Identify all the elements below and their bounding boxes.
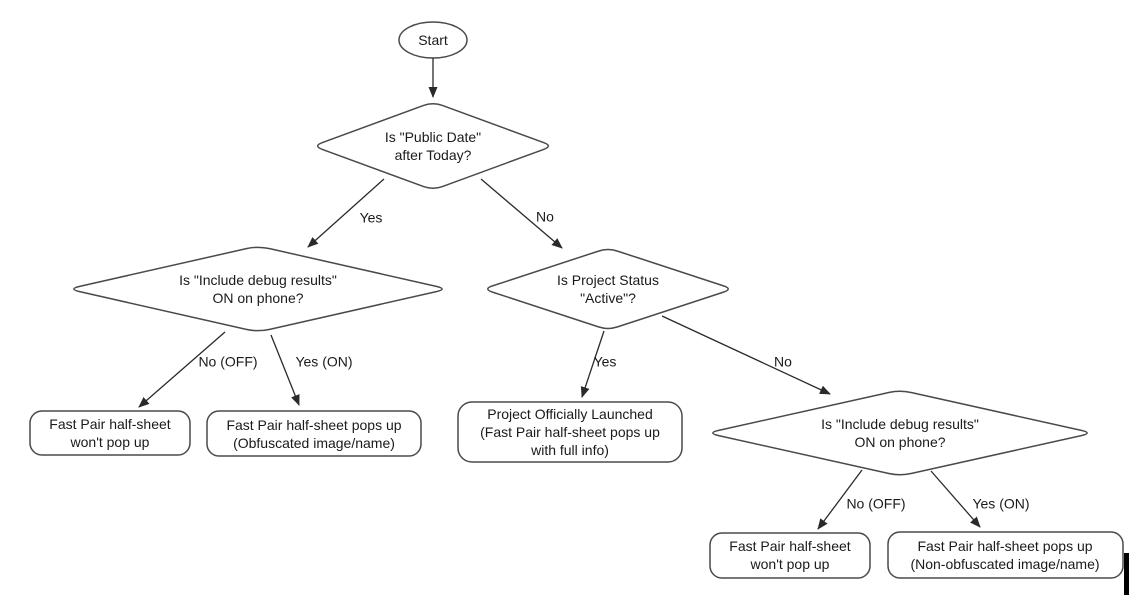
edge-label-status-yes: Yes — [593, 353, 617, 370]
edge-public-date-no — [480, 178, 563, 249]
edge-public-date-yes — [307, 178, 385, 248]
decision-project-status-label: Is Project Status "Active"? — [557, 272, 659, 306]
decision-debug-right-label: Is "Include debug results" ON on phone? — [821, 416, 979, 450]
edge-label-debug-left-no: No (OFF) — [198, 353, 258, 370]
decision-project-status-shape — [487, 248, 729, 330]
edge-debug-right-no — [817, 469, 863, 530]
result-no-popup-right-label: Fast Pair half-sheet won't pop up — [729, 538, 851, 572]
start-label: Start — [418, 32, 448, 48]
edge-status-yes — [580, 330, 605, 398]
result-no-popup-right-shape — [709, 532, 871, 579]
decision-public-date-shape — [316, 102, 550, 190]
edge-label-public-date-no: No — [536, 208, 554, 225]
result-launched-shape — [457, 401, 683, 463]
result-no-popup-left-shape — [29, 410, 191, 456]
edge-status-no — [661, 315, 831, 395]
edge-label-debug-left-yes: Yes (ON) — [295, 353, 353, 370]
result-no-popup-left-label: Fast Pair half-sheet won't pop up — [49, 416, 171, 450]
result-obfuscated-shape — [206, 410, 422, 457]
result-launched-label: Project Officially Launched (Fast Pair h… — [480, 406, 660, 458]
decision-debug-left-shape — [73, 246, 443, 332]
edge-debug-left-no — [138, 331, 226, 408]
edge-label-public-date-yes: Yes — [359, 209, 383, 226]
result-obfuscated-label: Fast Pair half-sheet pops up (Obfuscated… — [226, 417, 402, 451]
edge-debug-left-yes — [270, 334, 300, 406]
decision-public-date-label: Is "Public Date" after Today? — [384, 129, 482, 163]
result-non-obfuscated-shape — [887, 531, 1124, 579]
decision-debug-left-label: Is "Include debug results" ON on phone? — [179, 272, 337, 306]
edge-debug-right-yes — [930, 470, 981, 528]
edge-label-debug-right-no: No (OFF) — [846, 495, 906, 512]
decision-debug-right-shape — [712, 390, 1088, 476]
edge-label-status-no: No — [774, 353, 792, 370]
result-non-obfuscated-label: Fast Pair half-sheet pops up (Non-obfusc… — [910, 538, 1100, 572]
text-cursor-bar — [1124, 553, 1129, 595]
edge-label-debug-right-yes: Yes (ON) — [972, 495, 1030, 512]
